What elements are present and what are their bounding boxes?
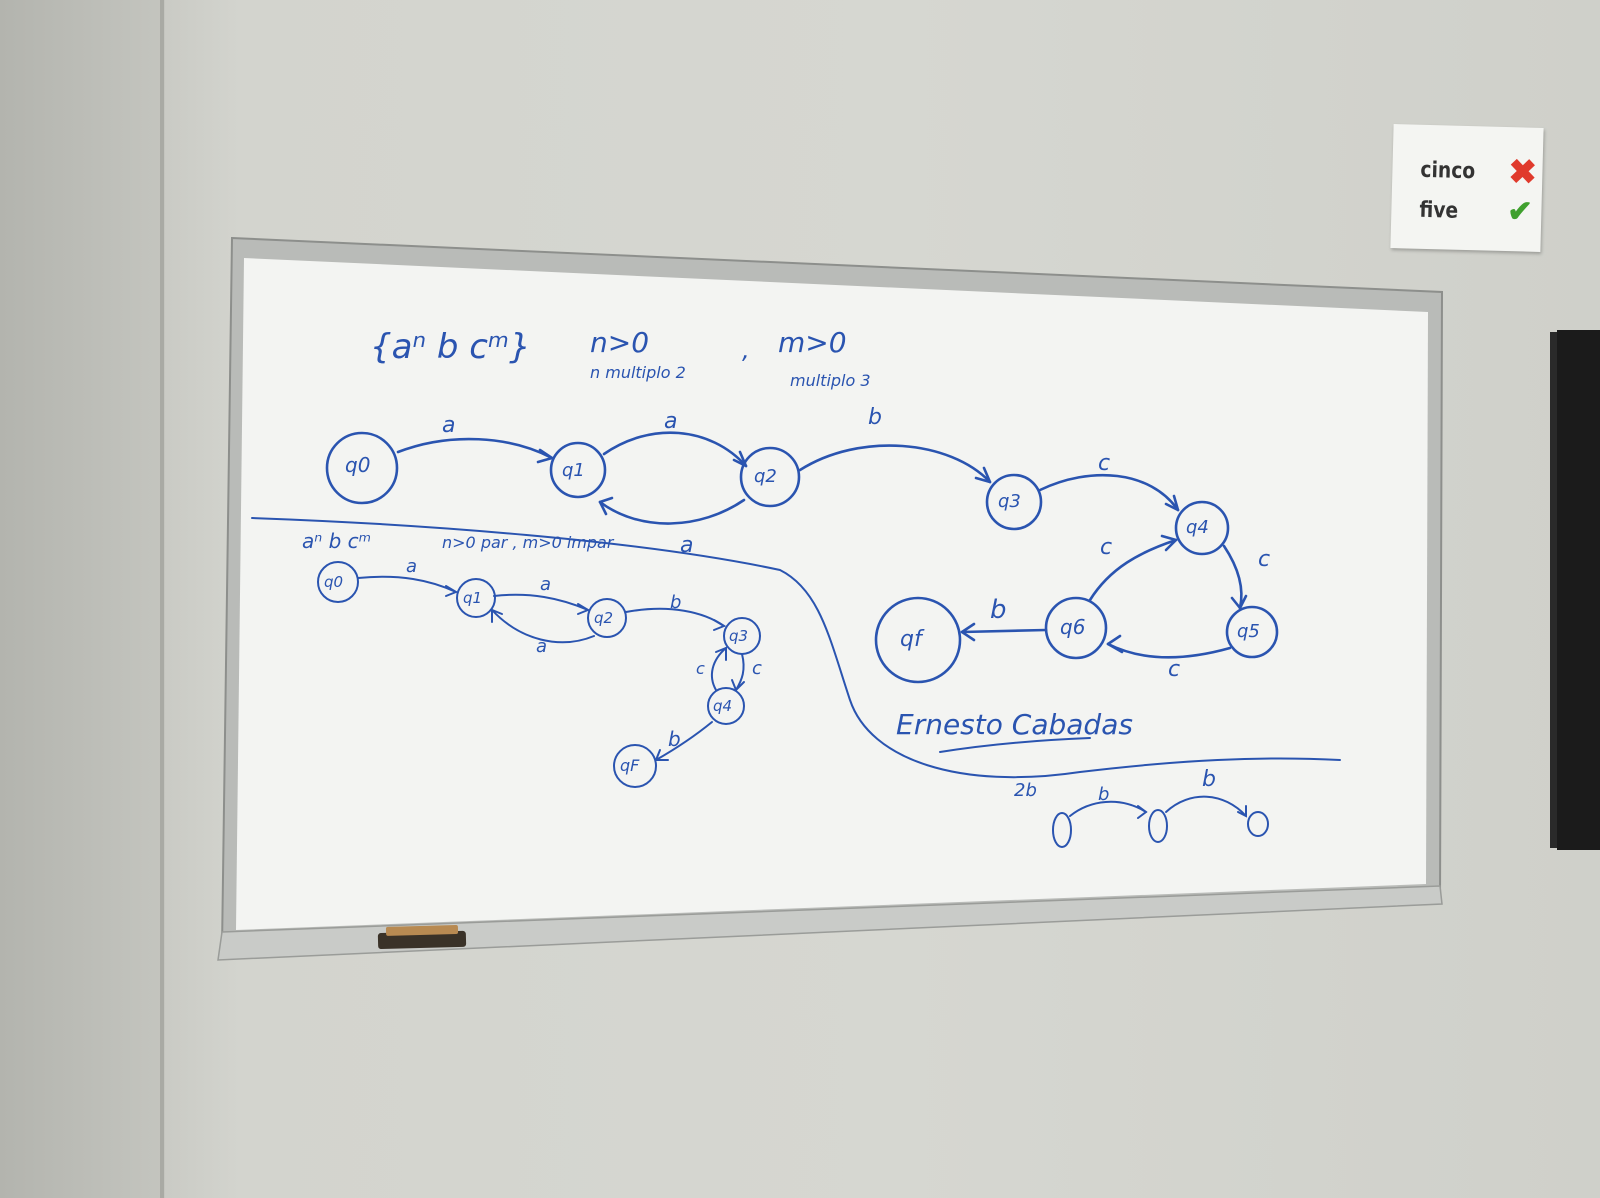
svg-text:q0: q0 (345, 453, 370, 477)
state-q0: q0 (325, 431, 399, 505)
wall-left-shadow (0, 0, 165, 1198)
b-state-qf: qF (613, 744, 657, 788)
top-cond-n: n>0 (590, 326, 649, 359)
edge-q4-q5 (1222, 544, 1243, 610)
note-row-cinco: cinco ✖ (1420, 153, 1538, 192)
label-q2-q1: a (680, 533, 693, 558)
svg-text:qF: qF (620, 756, 640, 775)
bottom-language: aⁿ b cᵐ (302, 529, 371, 553)
bottom-conditions: n>0 par , m>0 impar (442, 533, 615, 552)
svg-text:q4: q4 (1186, 517, 1209, 538)
b-label-q2-q3: b (670, 592, 681, 613)
state-q6: q6 (1044, 596, 1108, 660)
top-language: {aⁿ b cᵐ} (370, 327, 531, 367)
sketch-t2: b (1202, 767, 1216, 792)
svg-text:qf: qf (900, 627, 925, 652)
b-edge-q2-q1 (491, 609, 595, 644)
eraser-top (385, 925, 459, 936)
b-label-q4-qf: b (668, 727, 681, 751)
edge-q0-q1 (396, 437, 554, 460)
top-cond-m: m>0 (778, 326, 847, 359)
svg-text:q3: q3 (998, 491, 1021, 512)
note-word-cinco: cinco (1420, 157, 1476, 184)
state-q2: q2 (739, 446, 801, 508)
top-cond-n-note: n multiplo 2 (590, 363, 686, 382)
tv-screen (1557, 330, 1600, 850)
label-q1-q2: a (664, 409, 677, 434)
note-word-five: five (1419, 197, 1459, 224)
svg-text:q2: q2 (594, 609, 613, 627)
b-state-q2: q2 (587, 598, 627, 638)
b-state-q1: q1 (456, 578, 496, 618)
state-q3: q3 (985, 473, 1043, 531)
edge-q2-q1 (598, 498, 746, 525)
label-q0-q1: a (442, 413, 455, 438)
svg-text:q1: q1 (562, 460, 585, 481)
svg-text:q4: q4 (713, 697, 732, 715)
signature-underline (939, 737, 1091, 753)
edge-q5-q6 (1106, 642, 1232, 659)
b-edge-q4-q3 (710, 647, 727, 691)
top-automaton: {aⁿ b cᵐ} n>0 n multiplo 2 , m>0 multipl… (325, 326, 1279, 684)
sketch-label: 2b (1014, 780, 1037, 801)
check-icon: ✔ (1506, 195, 1533, 229)
state-q5: q5 (1225, 605, 1279, 659)
label-q6-q4: c (1100, 535, 1112, 560)
edge-q1-q2 (602, 431, 748, 468)
label-q3-q4: c (1098, 451, 1110, 476)
b-label-q4-q3: c (696, 659, 705, 678)
svg-text:q6: q6 (1060, 615, 1085, 639)
state-q4: q4 (1174, 500, 1230, 556)
top-separator: , (742, 336, 750, 364)
small-sketch: 2b b b (1014, 767, 1269, 848)
b-state-q0: q0 (317, 561, 359, 603)
label-q4-q5: c (1258, 547, 1270, 572)
state-qf: qf (874, 596, 962, 684)
edge-q6-qf (960, 628, 1048, 634)
marker-tray (217, 885, 1443, 961)
tv-bezel (1550, 332, 1560, 848)
bottom-automaton: aⁿ b cᵐ n>0 par , m>0 impar q0 q1 q2 q3 … (302, 529, 762, 788)
b-label-q3-q4: c (752, 658, 762, 679)
svg-text:q2: q2 (754, 466, 777, 487)
edge-q6-q4 (1088, 538, 1178, 602)
wall-corner (160, 0, 164, 1198)
sticky-note: cinco ✖ five ✔ (1390, 124, 1544, 252)
b-state-q4: q4 (707, 687, 745, 725)
svg-text:q5: q5 (1237, 621, 1260, 642)
label-q6-qf: b (990, 595, 1007, 625)
sketch-t1: b (1098, 784, 1109, 805)
edge-q3-q4 (1038, 473, 1180, 512)
label-q2-q3: b (868, 405, 882, 430)
note-row-five: five ✔ (1419, 195, 1533, 229)
b-label-q2-q1: a (536, 636, 547, 657)
label-q5-q6: c (1168, 657, 1180, 682)
whiteboard-surface (236, 258, 1428, 930)
b-edge-q4-qf (655, 721, 713, 761)
signature: Ernesto Cabadas (896, 708, 1133, 741)
state-q1: q1 (549, 441, 607, 499)
top-cond-m-note: multiplo 3 (790, 371, 871, 390)
edge-q2-q3 (798, 444, 992, 484)
b-label-q0-q1: a (406, 556, 417, 577)
b-edge-q0-q1 (357, 575, 457, 593)
svg-text:q1: q1 (463, 589, 482, 607)
b-label-q1-q2: a (540, 574, 551, 595)
svg-text:q3: q3 (729, 627, 748, 645)
cross-icon: ✖ (1507, 153, 1538, 192)
divider-line (251, 517, 1341, 779)
b-edge-q1-q2 (493, 593, 589, 611)
svg-text:q0: q0 (324, 573, 343, 591)
